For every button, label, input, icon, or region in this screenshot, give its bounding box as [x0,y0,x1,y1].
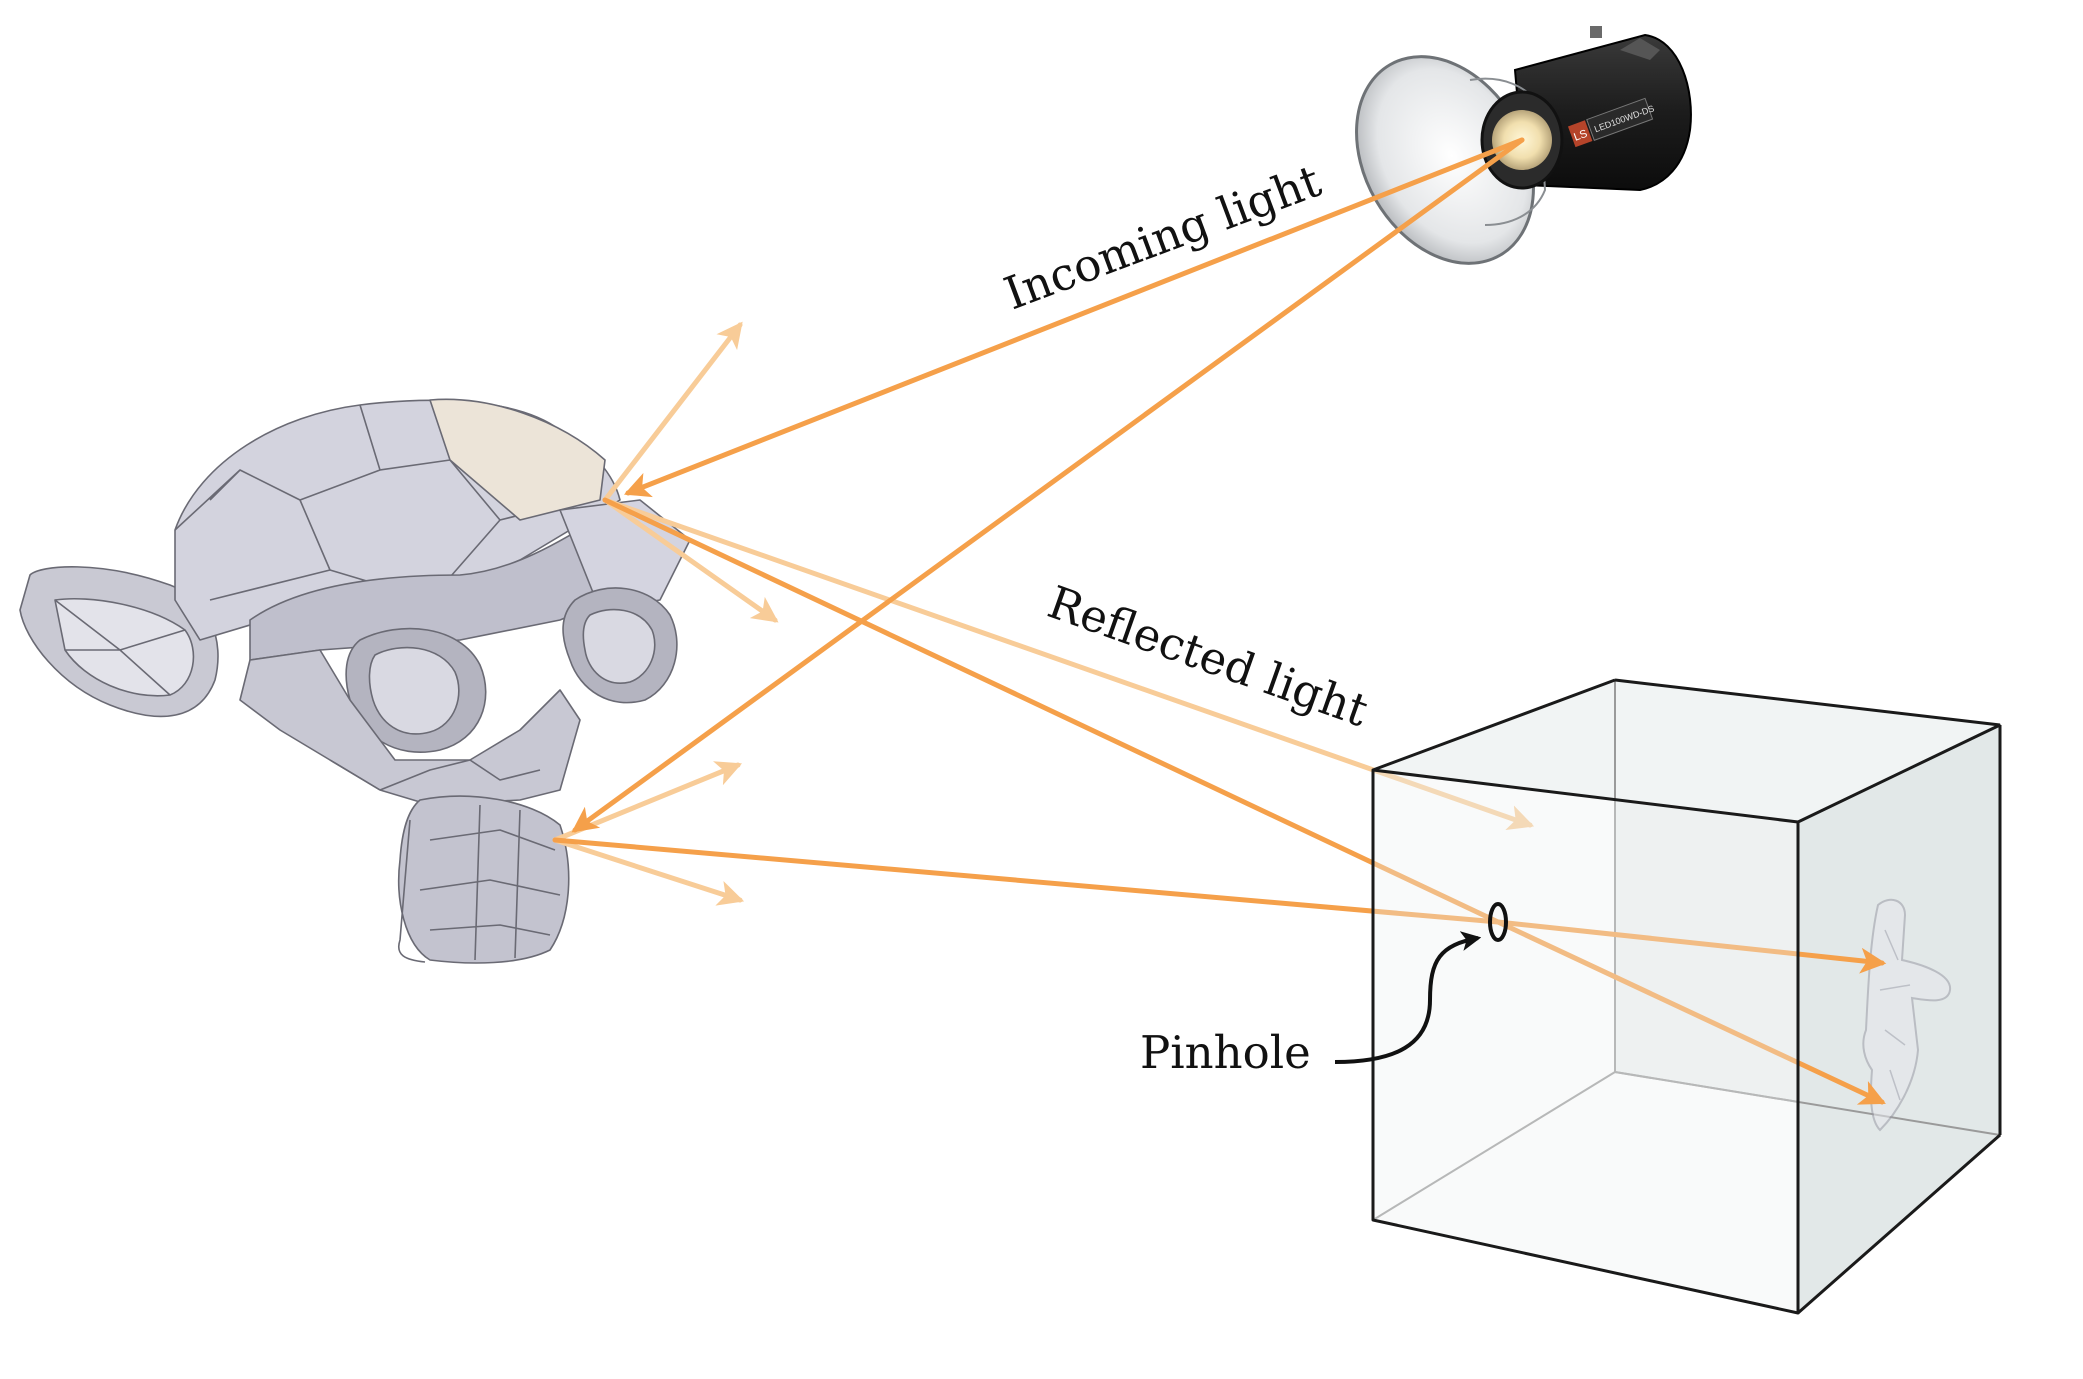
lamp-label-plate [1586,97,1654,141]
lamp-knob [1590,26,1602,38]
light-rays [552,137,1887,1105]
scatter-ray [552,837,745,906]
incoming-ray [571,137,1525,833]
lamp-badge-box [1567,120,1593,148]
monkey-head-icon [19,398,691,964]
incoming-ray [623,137,1525,498]
studio-lamp-icon: LS LED100WD-DS [1355,26,1692,265]
pinhole-icon [1488,902,1508,942]
pinhole-label: Pinhole [1140,1026,1311,1079]
pinhole-ray [1495,919,1887,974]
box-hidden-edge [1614,1071,2001,1136]
scatter-ray [602,497,779,623]
pinhole-ray [602,497,1501,925]
lamp-badge: LS [1572,128,1589,144]
box-front-face [1371,768,1800,1315]
box-hidden-edge [1372,1071,1616,1221]
camera-box-front [1371,678,2002,1315]
pinhole-pointer-arrow [1334,931,1482,1064]
pinhole-ray [1495,919,1886,1105]
scatter-ray [602,321,743,503]
box-top-face [1373,680,2000,822]
pinhole-ray [552,837,1501,925]
